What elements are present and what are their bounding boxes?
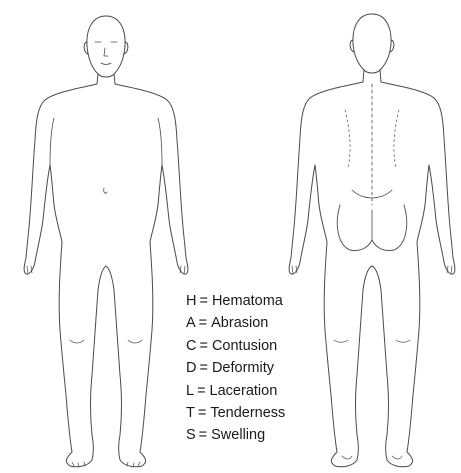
legend-separator: = <box>199 424 207 446</box>
legend-label: Deformity <box>212 360 274 376</box>
legend-label: Abrasion <box>211 315 268 331</box>
legend-item-deformity: D= Deformity <box>186 357 346 379</box>
legend-item-abrasion: A=Abrasion <box>186 312 346 334</box>
legend-separator: = <box>199 312 207 334</box>
legend-code: T <box>186 402 195 424</box>
legend-separator: = <box>198 402 206 424</box>
legend-item-hematoma: H= Hematoma <box>186 290 346 312</box>
back-head <box>353 14 391 73</box>
legend-label: Tenderness <box>210 405 285 421</box>
legend-separator: = <box>199 357 207 379</box>
legend-item-laceration: L= Laceration <box>186 380 346 402</box>
legend-separator: = <box>199 335 207 357</box>
legend-label: Swelling <box>211 427 265 443</box>
legend-separator: = <box>199 290 207 312</box>
legend-code: D <box>186 357 196 379</box>
legend-separator: = <box>197 380 205 402</box>
legend-item-contusion: C= Contusion <box>186 335 346 357</box>
front-body-outline <box>24 16 188 467</box>
front-left-side <box>24 74 106 467</box>
legend-label: Laceration <box>210 383 278 399</box>
legend-code: C <box>186 335 196 357</box>
legend-code: L <box>186 380 194 402</box>
legend-code: H <box>186 290 196 312</box>
legend-item-swelling: S=Swelling <box>186 424 346 446</box>
legend-label: Hematoma <box>212 293 283 309</box>
front-head <box>87 16 125 77</box>
front-right-side <box>106 74 188 467</box>
legend-code: S <box>186 424 196 446</box>
legend-label: Contusion <box>212 338 277 354</box>
injury-legend: H=Hematoma A=Abrasion C=Contusion D=Defo… <box>186 290 346 447</box>
back-right-side <box>372 70 455 467</box>
legend-code: A <box>186 312 196 334</box>
legend-item-tenderness: T=Tenderness <box>186 402 346 424</box>
